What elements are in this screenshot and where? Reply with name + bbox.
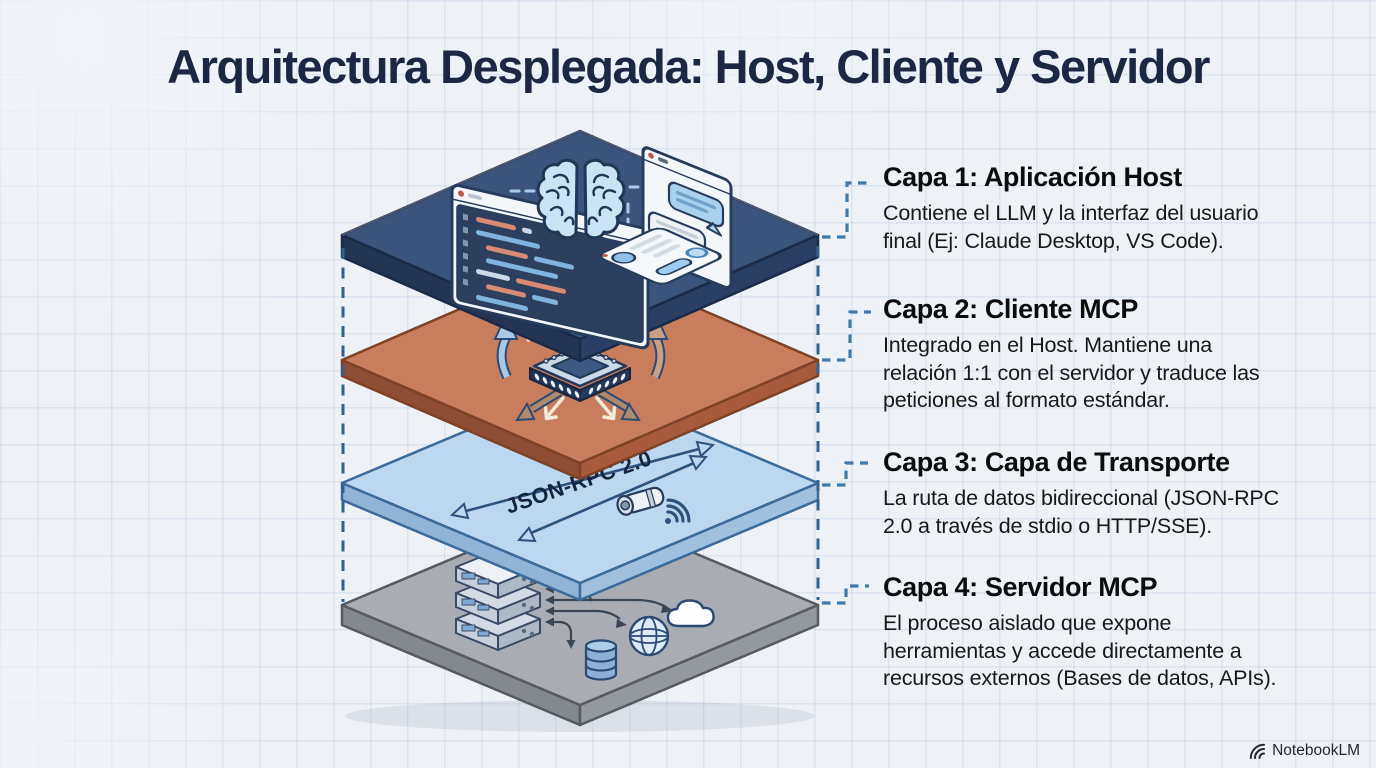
page-title: Arquitectura Desplegada: Host, Cliente y…: [167, 40, 1210, 93]
caption-body: El proceso aislado que expone herramient…: [883, 611, 1277, 690]
caption-title: Capa 4: Servidor MCP: [883, 572, 1158, 602]
caption-connector-3: [822, 461, 868, 487]
caption-connector-2: [822, 310, 871, 362]
caption-title: Capa 2: Cliente MCP: [883, 294, 1138, 324]
brain-icon: [536, 158, 626, 240]
caption-capa-3: Capa 3: Capa de Transporte La ruta de da…: [883, 445, 1361, 540]
notebooklm-logo-icon: [1249, 743, 1266, 759]
caption-capa-2: Capa 2: Cliente MCP Integrado en el Host…: [883, 292, 1361, 415]
caption-connector-1: [822, 181, 870, 239]
caption-body: La ruta de datos bidireccional (JSON-RPC…: [883, 486, 1279, 538]
ui-card-icon: [598, 227, 722, 285]
layer-4-slab: [340, 503, 820, 727]
caption-connector-4: [822, 584, 869, 605]
cpu-chip-icon: [529, 344, 631, 402]
watermark: NotebookLM: [1249, 742, 1360, 760]
stack-guide-lines: [341, 246, 820, 602]
caption-body: Integrado en el Host. Mantiene una relac…: [883, 333, 1260, 412]
cable-icon: [616, 486, 665, 516]
chat-bubble-outgoing: [667, 181, 725, 237]
cloud-icon: [666, 599, 715, 628]
server-connector-arrowheads: [545, 584, 674, 649]
wifi-icon: [665, 498, 691, 524]
globe-icon: [628, 615, 670, 657]
layer-3-slab: [340, 381, 820, 602]
caption-title: Capa 1: Aplicación Host: [883, 162, 1182, 192]
transport-arrows: [449, 440, 716, 543]
caption-body: Contiene el LLM y la interfaz del usuari…: [883, 201, 1259, 253]
caption-capa-4: Capa 4: Servidor MCP El proceso aislado …: [883, 570, 1361, 693]
caption-title: Capa 3: Capa de Transporte: [883, 447, 1230, 477]
server-stack-icon: [455, 549, 541, 651]
code-lines: [476, 217, 574, 312]
watermark-label: NotebookLM: [1272, 742, 1360, 759]
caption-capa-1: Capa 1: Aplicación Host Contiene el LLM …: [883, 160, 1361, 255]
database-icon: [584, 639, 618, 681]
